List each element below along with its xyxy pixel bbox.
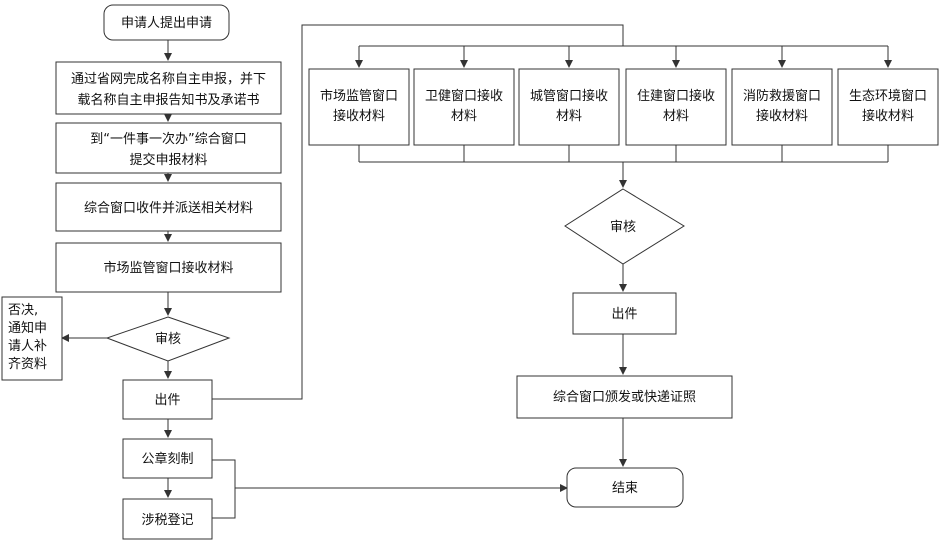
node-win-health: 卫健窗口接收 材料 (413, 68, 515, 146)
node-market-receive-label: 市场监管窗口接收材料 (103, 260, 233, 276)
node-reject-note-line2: 通知申 (8, 320, 47, 336)
node-win-urban: 城管窗口接收 材料 (518, 68, 620, 146)
node-submit-window: 到“一件事一次办”综合窗口 提交申报材料 (55, 122, 282, 174)
windows-bottom-stubs (358, 145, 889, 162)
node-issue-right: 出件 (572, 292, 677, 335)
node-win-housing-line2: 材料 (663, 109, 689, 124)
node-market-receive: 市场监管窗口接收材料 (55, 242, 282, 293)
node-win-health-line2: 材料 (451, 109, 477, 124)
node-win-housing-line1: 住建窗口接收 (637, 88, 715, 104)
node-win-urban-line1: 城管窗口接收 (530, 88, 608, 104)
node-review-left-label: 审核 (155, 332, 181, 347)
node-win-eco-line1: 生态环境窗口 (849, 88, 927, 104)
node-win-eco-line2: 接收材料 (862, 108, 914, 124)
node-reject-note-line3: 请人补 (8, 339, 47, 354)
node-win-urban-line2: 材料 (556, 109, 582, 124)
node-license: 综合窗口颁发或快递证照 (516, 375, 733, 419)
node-win-eco: 生态环境窗口 接收材料 (837, 68, 939, 146)
node-start-label: 申请人提出申请 (121, 15, 212, 31)
node-license-label: 综合窗口颁发或快递证照 (553, 389, 696, 405)
connectors (61, 24, 892, 519)
node-win-fire-line2: 接收材料 (756, 108, 808, 124)
node-tax-label: 涉税登记 (141, 513, 193, 528)
node-submit-window-line2: 提交申报材料 (129, 152, 207, 168)
node-dispatch: 综合窗口收件并派送相关材料 (55, 182, 282, 232)
node-issue-left-label: 出件 (154, 393, 180, 408)
node-submit-window-line1: 到“一件事一次办”综合窗口 (90, 131, 246, 147)
node-win-fire: 消防救援窗口 接收材料 (731, 68, 833, 146)
node-win-housing: 住建窗口接收 材料 (625, 68, 727, 146)
node-review-left: 审核 (105, 316, 231, 362)
node-reject-note-line4: 齐资料 (8, 356, 47, 372)
node-review-right-label: 审核 (610, 220, 636, 235)
node-win-market: 市场监管窗口 接收材料 (308, 68, 410, 146)
node-issue-right-label: 出件 (611, 307, 637, 322)
node-win-market-line1: 市场监管窗口 (320, 88, 398, 104)
node-end-label: 结束 (612, 481, 638, 496)
node-tax: 涉税登记 (122, 498, 213, 540)
node-end: 结束 (566, 467, 684, 508)
node-online-apply: 通过省网完成名称自主申报，并下 载名称自主申报告知书及承诺书 (55, 61, 282, 115)
node-online-apply-line1: 通过省网完成名称自主申报，并下 (71, 71, 266, 87)
node-issue-left: 出件 (122, 379, 213, 420)
node-review-right: 审核 (564, 188, 685, 265)
node-win-health-line1: 卫健窗口接收 (425, 88, 503, 104)
node-dispatch-label: 综合窗口收件并派送相关材料 (84, 200, 253, 216)
node-start: 申请人提出申请 (103, 4, 230, 41)
node-reject-note: 否决, 通知申 请人补 齐资料 (1, 296, 63, 381)
bracket-seal-tax (212, 459, 236, 519)
node-seal-label: 公章刻制 (141, 451, 193, 467)
node-seal: 公章刻制 (122, 438, 213, 479)
node-reject-note-line1: 否决, (8, 303, 38, 318)
edge-issue-to-windows (212, 24, 624, 400)
node-online-apply-line2: 载名称自主申报告知书及承诺书 (77, 92, 259, 108)
node-win-fire-line1: 消防救援窗口 (743, 88, 821, 104)
node-win-market-line2: 接收材料 (333, 108, 385, 124)
